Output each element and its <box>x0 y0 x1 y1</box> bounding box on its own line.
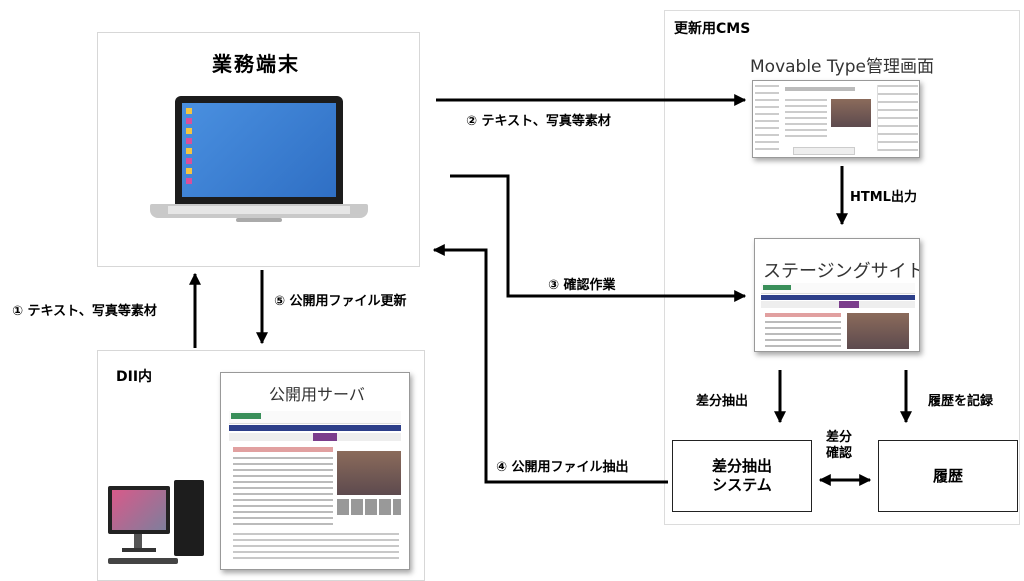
diff-system-line1: 差分抽出 <box>711 457 772 476</box>
step4-label: ④ 公開用ファイル抽出 <box>496 460 629 475</box>
step3-label: ③ 確認作業 <box>548 278 616 293</box>
laptop-image <box>148 92 370 242</box>
diff-check-label: 差分 確認 <box>826 430 852 463</box>
terminal-box <box>97 32 420 267</box>
diff-extract-label: 差分抽出 <box>696 394 749 409</box>
diff-extraction-system-box: 差分抽出 システム <box>672 440 812 512</box>
dii-title: DII内 <box>116 369 153 385</box>
staging-site-title: ステージングサイト <box>763 261 920 282</box>
mt-admin-screenshot <box>752 80 920 158</box>
public-server-screenshot: 公開用サーバ <box>220 372 410 570</box>
arrow-step3 <box>450 174 747 302</box>
history-record-label: 履歴を記録 <box>928 394 994 409</box>
diff-check-line2: 確認 <box>826 446 853 462</box>
diff-check-line1: 差分 <box>826 430 853 445</box>
html-output-label: HTML出力 <box>850 190 917 205</box>
history-label: 履歴 <box>932 466 963 485</box>
arrow-step4 <box>432 244 668 484</box>
step2-label: ② テキスト、写真等素材 <box>466 114 611 129</box>
public-server-title: 公開用サーバ <box>269 385 365 404</box>
diff-system-line2: システム <box>712 476 772 494</box>
mt-admin-title: Movable Type管理画面 <box>750 57 934 77</box>
staging-site-screenshot: ステージングサイト <box>754 238 920 352</box>
desktop-pc-image <box>108 480 208 570</box>
step1-label: ① テキスト、写真等素材 <box>12 304 157 319</box>
terminal-title: 業務端末 <box>212 52 300 76</box>
history-box: 履歴 <box>878 440 1018 512</box>
step5-label: ⑤ 公開用ファイル更新 <box>274 294 407 309</box>
cms-title: 更新用CMS <box>674 21 751 37</box>
